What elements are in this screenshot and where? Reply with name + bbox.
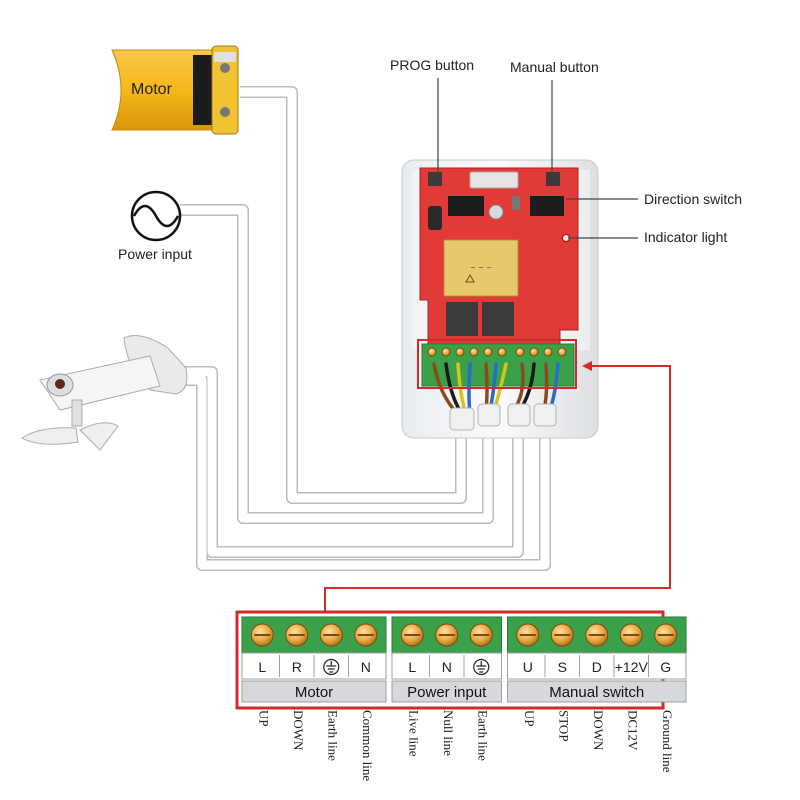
terminal-screw-icon: [654, 623, 678, 647]
terminal-code: +12V: [615, 659, 649, 675]
terminal-group-bar: [241, 680, 387, 703]
wire-function-label: Common line: [360, 710, 375, 781]
terminal-group-name: Power input: [407, 684, 487, 701]
wire-function-labels: UP DOWN Earth line Common line Live line Null…: [256, 710, 675, 781]
terminal-code: D: [592, 659, 602, 675]
power-input-label: Power input: [118, 246, 192, 262]
terminal-code: L: [408, 659, 416, 675]
terminal-screw-icon: [550, 623, 574, 647]
wire-function-label: Ground line: [660, 710, 675, 773]
cable-runs: [180, 86, 551, 571]
terminal-block-manual-switch: Manual switch U S D +12V G: [507, 616, 687, 703]
terminal-screw-icon: [400, 623, 424, 647]
zoom-connector: [324, 361, 671, 614]
power-input-device: Power input: [118, 190, 192, 262]
terminal-code: L: [258, 659, 266, 675]
wire-function-label: DC12V: [625, 710, 640, 751]
svg-text:~ ~ ~: ~ ~ ~: [470, 264, 492, 272]
terminal-code: N: [361, 659, 371, 675]
terminal-screw-icon: [619, 623, 643, 647]
wire-function-label: Earth line: [475, 710, 490, 761]
wire-function-label: Live line: [406, 710, 421, 757]
motor-device: Motor: [111, 45, 239, 135]
indicator-light-callout: Indicator light: [644, 229, 727, 245]
manual-button-callout: Manual button: [510, 59, 599, 75]
controller-box: ~ ~ ~: [401, 159, 599, 439]
terminal-block-motor: Motor L R N: [241, 616, 387, 703]
terminal-code: R: [292, 659, 302, 675]
prog-button[interactable]: [428, 172, 442, 186]
wire-function-label: UP: [522, 710, 537, 727]
terminal-screw-icon: [585, 623, 609, 647]
terminal-group-bar: [507, 680, 687, 703]
earth-ground-icon: [323, 658, 340, 676]
wire-function-label: DOWN: [291, 710, 306, 751]
terminal-panel: Motor L R N Power input L N Manual switch U S D +12…: [235, 610, 687, 710]
terminal-group-name: Motor: [295, 684, 333, 701]
terminal-code: G: [660, 659, 671, 675]
terminal-code: N: [442, 659, 452, 675]
terminal-screw-icon: [285, 623, 309, 647]
terminal-block-power-input: Power input L N: [391, 616, 502, 703]
terminal-code-row: [507, 652, 687, 680]
terminal-code: S: [558, 659, 567, 675]
prog-button-callout: PROG button: [390, 57, 474, 73]
terminal-screw-icon: [469, 623, 493, 647]
manual-button[interactable]: [546, 172, 560, 186]
callouts: [437, 78, 638, 239]
wire-function-label: DOWN: [591, 710, 606, 751]
terminal-screw-icon: [319, 623, 343, 647]
wire-function-label: UP: [256, 710, 271, 727]
direction-switch[interactable]: [512, 196, 520, 210]
motor-label: Motor: [131, 81, 173, 98]
wind-sensor-icon: [21, 335, 188, 451]
wire-function-label: STOP: [556, 710, 571, 742]
terminal-screw-icon: [435, 623, 459, 647]
terminal-highlight-frame: [417, 339, 577, 389]
terminal-code: U: [523, 659, 533, 675]
terminal-group-name: Manual switch: [549, 684, 644, 701]
wire-function-label: Null line: [441, 710, 456, 756]
terminal-group-bar: [391, 680, 502, 703]
terminal-screw-icon: [354, 623, 378, 647]
direction-switch-callout: Direction switch: [644, 191, 742, 207]
wire-function-label: Earth line: [325, 710, 340, 761]
earth-ground-icon: [473, 658, 490, 676]
terminal-screw-icon: [516, 623, 540, 647]
terminal-screw-icon: [250, 623, 274, 647]
